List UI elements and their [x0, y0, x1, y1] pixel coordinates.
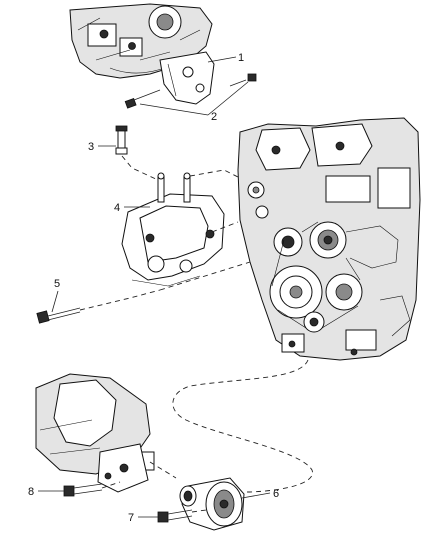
alignment-lines: [79, 155, 313, 513]
callout-1: 1: [238, 52, 244, 64]
callout-6: 6: [273, 488, 279, 500]
upper-mount-bracket: [159, 51, 215, 105]
front-mount-bracket: [121, 172, 225, 287]
leader-lines: [38, 56, 271, 518]
engine-block: [237, 117, 421, 361]
mount-stud: [115, 125, 128, 155]
crossmember: [35, 373, 155, 493]
callout-2: 2: [211, 111, 217, 123]
rear-mount-isolator: [179, 477, 245, 531]
callout-8: 8: [28, 486, 34, 498]
callout-5: 5: [54, 278, 60, 290]
upper-bolt-left: [124, 89, 161, 109]
through-bolt: [36, 307, 81, 324]
callout-7: 7: [128, 512, 134, 524]
lower-bolt-8: [63, 483, 103, 497]
callout-4: 4: [114, 202, 120, 214]
callout-3: 3: [88, 141, 94, 153]
upper-bolt-right: [229, 73, 257, 87]
